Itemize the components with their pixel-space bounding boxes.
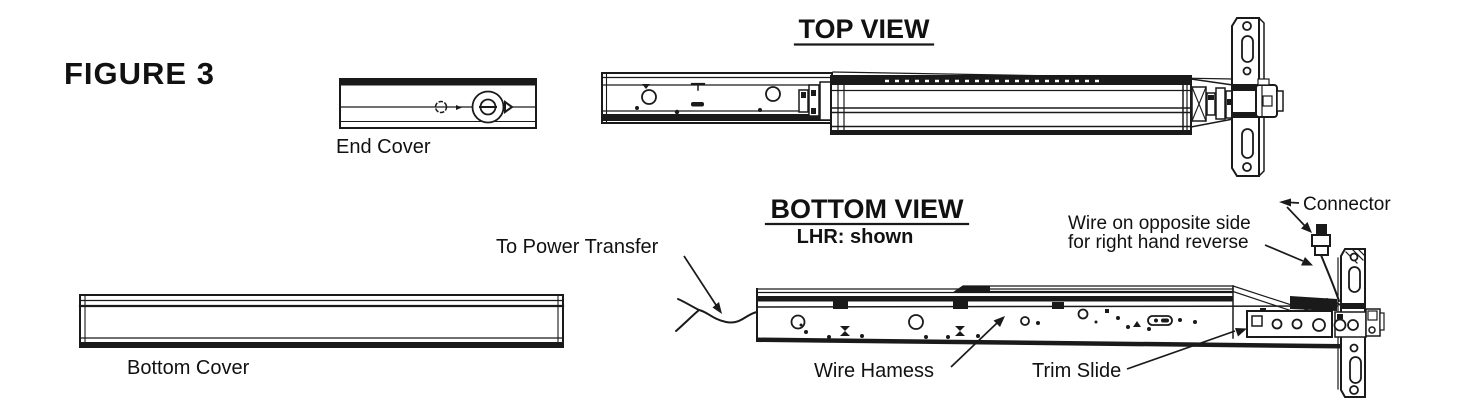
connector-wire	[1320, 254, 1340, 302]
top-view-pushbar	[830, 75, 1192, 135]
bottom-view-device-drawing	[675, 224, 1385, 398]
figure-title: FIGURE 3	[64, 56, 215, 91]
top-view-title: TOP VIEW	[798, 14, 930, 44]
to-power-transfer-label: To Power Transfer	[496, 236, 659, 258]
trim-slide-drawing	[1246, 308, 1333, 338]
connector-label: Connector	[1303, 194, 1391, 215]
bottom-view-latch	[1326, 298, 1385, 338]
end-cover-dashed-hole	[434, 100, 448, 114]
bottom-view-title: BOTTOM VIEW	[771, 194, 965, 224]
trim-slide-label: Trim Slide	[1032, 360, 1121, 382]
top-view-device-drawing	[601, 16, 1284, 178]
connector-leader-diagonal	[1286, 206, 1306, 227]
bottom-cover-label: Bottom Cover	[127, 357, 250, 379]
connector-leader-left	[1290, 201, 1300, 204]
bottom-view-rail	[756, 285, 1340, 349]
wire-harness-leader	[950, 322, 998, 368]
top-view-rail	[601, 72, 833, 124]
end-cover-drawing	[339, 78, 537, 129]
wire-note-line1: Wire on opposite side	[1068, 213, 1251, 234]
top-view-end-mechanism	[1190, 78, 1234, 128]
wire-note-line2: for right hand reverse	[1068, 232, 1249, 253]
bottom-cover-drawing	[78, 294, 565, 348]
to-power-transfer-leader	[683, 255, 717, 306]
trim-slide-leader	[1126, 330, 1236, 370]
handing-note: LHR: shown	[797, 226, 914, 248]
top-view-header: TOP VIEW	[793, 14, 935, 46]
callouts: To Power Transfer Wire on opposite side …	[496, 194, 1391, 382]
power-transfer-wire	[675, 298, 758, 332]
bottom-view-header: BOTTOM VIEW LHR: shown	[764, 194, 970, 248]
top-view-mounting-bracket	[1231, 16, 1265, 178]
connector-drawing	[1311, 224, 1340, 302]
wire-harness-label: Wire Hamess	[814, 360, 934, 382]
wire-note-leader	[1264, 244, 1304, 262]
top-view-adjuster	[798, 81, 832, 121]
end-cover-label: End Cover	[336, 136, 431, 158]
top-view-latch	[1255, 78, 1284, 118]
